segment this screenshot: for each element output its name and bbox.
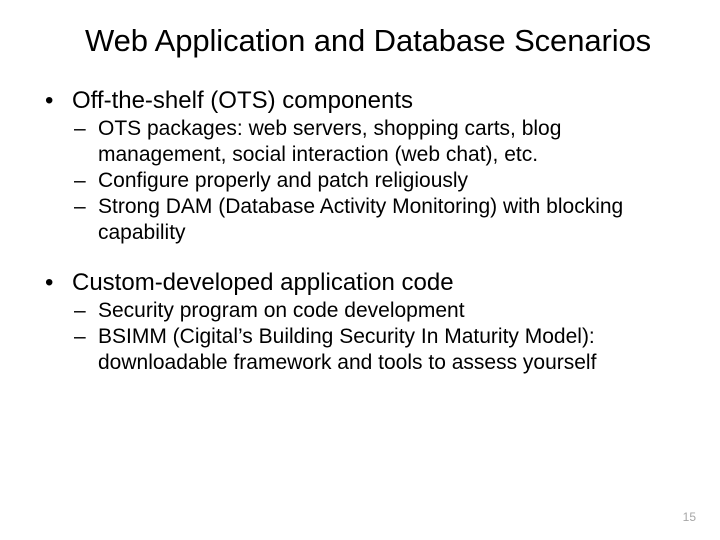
- bullet-level1-label: Custom-developed application code: [72, 269, 454, 296]
- bullet-level2: – Configure properly and patch religious…: [0, 168, 720, 194]
- group-spacer: [0, 246, 720, 264]
- bullet-level2-label: Configure properly and patch religiously: [98, 169, 469, 192]
- bullet-dash-icon: –: [74, 195, 86, 218]
- bullet-level1-label: Off-the-shelf (OTS) components: [72, 87, 414, 114]
- page-number: 15: [682, 510, 696, 524]
- bullet-level2-label: Security program on code development: [98, 299, 465, 322]
- bullet-level1: • Custom-developed application code: [0, 268, 720, 298]
- bullet-dot-icon: •: [45, 87, 54, 114]
- bullet-level2: – OTS packages: web servers, shopping ca…: [0, 116, 720, 168]
- bullet-level1: • Off-the-shelf (OTS) components: [0, 86, 720, 116]
- bullet-dash-icon: –: [74, 117, 86, 140]
- slide-body: • Off-the-shelf (OTS) components – OTS p…: [0, 82, 720, 376]
- bullet-dash-icon: –: [74, 325, 86, 348]
- page-title: Web Application and Database Scenarios: [84, 23, 652, 58]
- bullet-level2: – Strong DAM (Database Activity Monitori…: [0, 194, 720, 246]
- bullet-dash-icon: –: [74, 169, 86, 192]
- bullet-level2: – Security program on code development: [0, 298, 720, 324]
- bullet-level2-label: Strong DAM (Database Activity Monitoring…: [98, 195, 624, 244]
- bullet-level2-label: BSIMM (Cigital’s Building Security In Ma…: [98, 325, 597, 374]
- bullet-level2: – BSIMM (Cigital’s Building Security In …: [0, 324, 720, 376]
- bullet-dash-icon: –: [74, 299, 86, 322]
- bullet-dot-icon: •: [45, 269, 54, 296]
- bullet-level2-label: OTS packages: web servers, shopping cart…: [98, 117, 562, 166]
